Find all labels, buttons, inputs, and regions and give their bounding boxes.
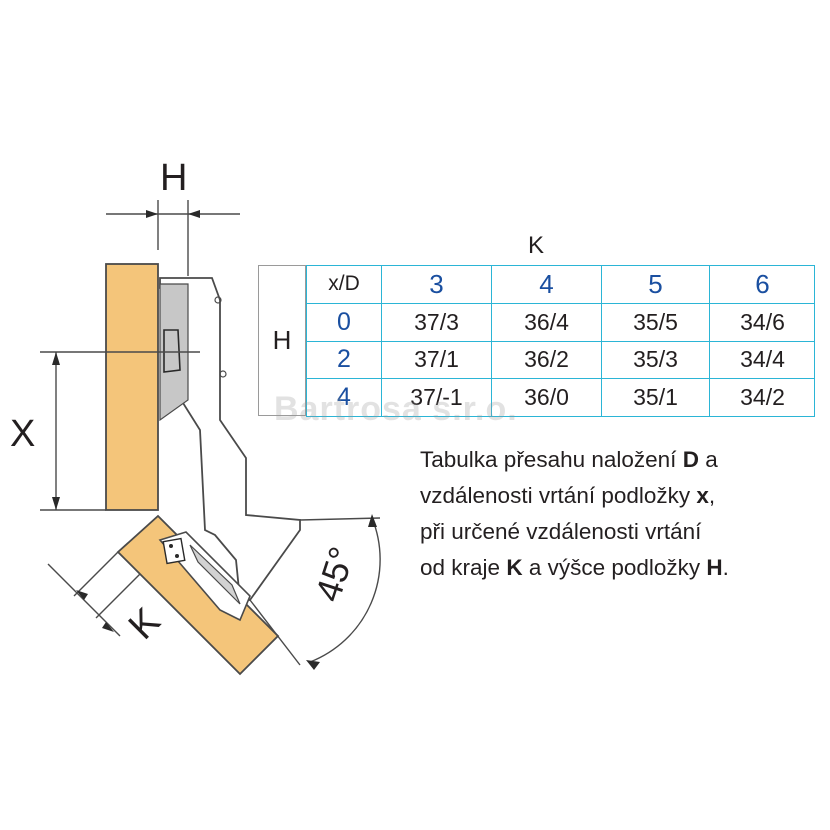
h-dimension [106, 200, 240, 276]
row-label: 2 [306, 341, 381, 380]
angle-label: 45° [307, 542, 363, 606]
column-header: 5 [601, 266, 709, 304]
description-line: od kraje K a výšce podložky H. [420, 555, 729, 580]
table-grid: x/D 3 4 5 6 0 37/3 36/4 35/5 34/6 2 37/1… [306, 265, 815, 417]
table-cell: 36/0 [491, 379, 601, 417]
table-cell: 34/6 [709, 303, 815, 342]
table-cell: 37/3 [381, 303, 491, 342]
column-header: 3 [381, 266, 491, 304]
table-cell: 34/2 [709, 379, 815, 417]
row-label: 4 [306, 379, 381, 417]
angle-arc [249, 514, 381, 670]
row-group-label: H [258, 265, 306, 416]
x-dimension [40, 351, 200, 511]
cabinet-side-board [105, 263, 159, 511]
table-corner: x/D [306, 266, 381, 304]
column-header: 4 [491, 266, 601, 304]
table-cell: 35/1 [601, 379, 709, 417]
row-label: 0 [306, 303, 381, 342]
table-cell: 34/4 [709, 341, 815, 380]
description-line: vzdálenosti vrtání podložky x, [420, 483, 716, 508]
table-cell: 36/4 [491, 303, 601, 342]
x-label: X [10, 413, 35, 455]
description-text: Tabulka přesahu naložení D a vzdálenosti… [420, 442, 820, 586]
column-group-label: K [528, 232, 545, 259]
table-cell: 35/3 [601, 341, 709, 380]
k-label: K [121, 600, 169, 648]
table-cell: 37/-1 [381, 379, 491, 417]
table-cell: 37/1 [381, 341, 491, 380]
watermark: Bartrosa s.r.o. [274, 390, 518, 428]
table-cell: 35/5 [601, 303, 709, 342]
description-line: při určené vzdálenosti vrtání [420, 519, 702, 544]
description-line: Tabulka přesahu naložení D a [420, 447, 718, 472]
column-header: 6 [709, 266, 815, 304]
overlay-table: H x/D 3 4 5 6 0 37/3 36/4 35/5 34/6 2 37… [258, 265, 815, 417]
h-label: H [160, 157, 187, 199]
k-dimension [47, 551, 141, 637]
door-board [116, 514, 280, 676]
table-cell: 36/2 [491, 341, 601, 380]
